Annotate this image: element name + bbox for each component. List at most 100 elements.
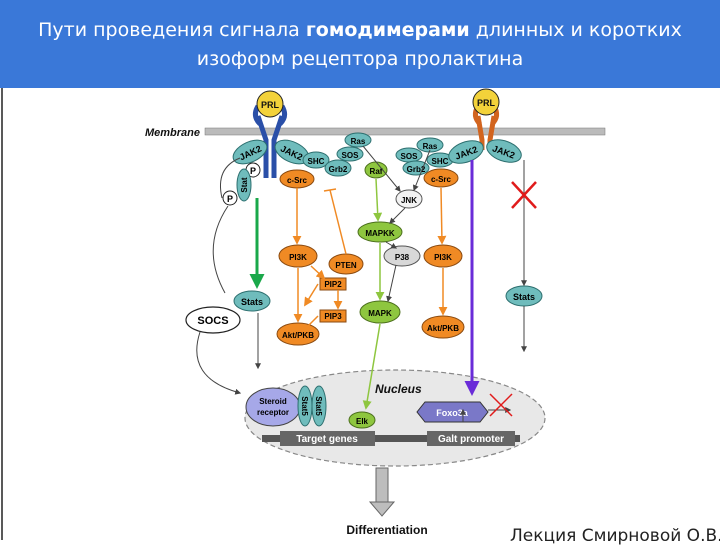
svg-text:c-Src: c-Src	[431, 175, 452, 184]
target-genes-label: Target genes	[296, 434, 358, 445]
ras-right: Ras	[416, 137, 444, 153]
svg-text:Foxo3a: Foxo3a	[436, 408, 469, 418]
svg-text:Stats: Stats	[513, 292, 535, 302]
csrc-right: c-Src	[423, 168, 459, 188]
green-arrows	[362, 178, 385, 410]
membrane-label: Membrane	[145, 127, 200, 139]
svg-text:PRL: PRL	[261, 100, 280, 110]
prl-left: PRL	[256, 90, 284, 118]
svg-text:Stat5: Stat5	[300, 396, 309, 416]
lecture-caption: Лекция Смирновой О.В.	[510, 526, 720, 546]
differentiation-label: Differentiation	[346, 523, 427, 537]
orange-arrows	[292, 187, 448, 327]
sos-right: SOS	[395, 147, 423, 163]
svg-text:SHC: SHC	[432, 157, 449, 166]
svg-text:Stat: Stat	[240, 177, 249, 192]
mapkk: MAPKK	[357, 221, 403, 243]
raf: Raf	[364, 161, 388, 179]
pten: PTEN	[328, 253, 364, 275]
p38: P38	[383, 245, 421, 267]
svg-text:PI3K: PI3K	[289, 253, 307, 262]
elk: Elk	[348, 411, 376, 429]
ras-left: Ras	[344, 132, 372, 148]
stat5-b: Stat5	[311, 385, 327, 427]
galt-promoter-box	[427, 431, 515, 446]
title-part1: Пути проведения сигнала	[38, 19, 306, 41]
svg-text:receptor: receptor	[257, 408, 289, 417]
svg-text:SOS: SOS	[401, 152, 419, 161]
pip3: PIP3	[319, 309, 347, 323]
jak2-left-2: JAK2	[274, 139, 310, 165]
title-line2: изоформ рецептора пролактина	[196, 48, 524, 70]
jnk: JNK	[395, 189, 423, 209]
svg-text:Akt/PKB: Akt/PKB	[427, 324, 459, 333]
svg-text:P: P	[227, 194, 233, 204]
socs: SOCS	[185, 306, 241, 334]
pip2: PIP2	[319, 277, 347, 291]
jak2-left-1: JAK2	[232, 139, 268, 165]
svg-text:PI3K: PI3K	[434, 253, 452, 262]
jak2-right-1: JAK2	[448, 140, 484, 164]
svg-text:Steroid: Steroid	[259, 397, 287, 406]
galt-promoter-label: Galt promoter	[438, 434, 504, 445]
foxo3a: Foxo3a	[416, 401, 489, 423]
membrane-bar	[204, 127, 606, 136]
svg-text:JNK: JNK	[401, 196, 417, 205]
stat5-a: Stat5	[297, 385, 313, 427]
shc-right: SHC	[426, 152, 454, 168]
svg-text:SHC: SHC	[308, 157, 325, 166]
slide-title: Пути проведения сигнала гомодимерами дли…	[20, 16, 700, 74]
csrc-left: c-Src	[279, 169, 315, 189]
pi3k-right: PI3K	[423, 244, 463, 268]
title-bold: гомодимерами	[305, 19, 470, 41]
nucleus-label: Nucleus	[375, 382, 422, 396]
prl-right: PRL	[472, 88, 500, 116]
svg-text:c-Src: c-Src	[287, 176, 308, 185]
svg-text:Elk: Elk	[356, 417, 369, 426]
svg-text:PTEN: PTEN	[335, 261, 357, 270]
svg-text:MAPKK: MAPKK	[365, 229, 395, 238]
stats-right: Stats	[505, 285, 543, 307]
steroid-receptor-line2: receptor	[257, 408, 289, 417]
phospho-1: P	[245, 162, 261, 178]
svg-text:PRL: PRL	[477, 98, 496, 108]
svg-text:PIP2: PIP2	[324, 280, 342, 289]
steroid-receptor: Steroid receptor	[245, 387, 301, 427]
steroid-receptor-line1: Steroid	[259, 397, 287, 406]
grb2-left: Grb2	[324, 159, 352, 177]
stats-left: Stats	[233, 290, 271, 312]
svg-text:Grb2: Grb2	[329, 165, 348, 174]
shc-left: SHC	[302, 151, 330, 169]
svg-text:Raf: Raf	[370, 167, 383, 176]
jak2-right-2: JAK2	[486, 139, 522, 163]
svg-text:Ras: Ras	[423, 142, 438, 151]
stat-left: Stat	[236, 168, 252, 202]
svg-text:Grb2: Grb2	[407, 165, 426, 174]
svg-text:SOCS: SOCS	[197, 315, 228, 327]
signaling-diagram: Membrane Nucleus Target genes Galt promo…	[1, 88, 606, 540]
gray-arrows	[196, 145, 527, 422]
red-cross-icon	[511, 181, 537, 209]
sos-left: SOS	[336, 146, 364, 162]
target-genes-box	[280, 431, 375, 446]
svg-text:Stats: Stats	[241, 297, 263, 307]
svg-text:SOS: SOS	[342, 151, 360, 160]
svg-text:Ras: Ras	[351, 137, 366, 146]
phospho-2: P	[222, 190, 238, 206]
differentiation-arrow	[368, 467, 396, 517]
title-bar: Пути проведения сигнала гомодимерами дли…	[0, 0, 720, 88]
mapk: MAPK	[359, 300, 401, 324]
red-cross-small-icon	[489, 393, 513, 417]
svg-text:PIP3: PIP3	[324, 312, 342, 321]
svg-text:Akt/PKB: Akt/PKB	[282, 331, 314, 340]
grb2-right: Grb2	[402, 160, 430, 176]
svg-text:MAPK: MAPK	[368, 309, 392, 318]
svg-text:P38: P38	[395, 253, 410, 262]
akt-right: Akt/PKB	[421, 315, 465, 339]
svg-text:P: P	[250, 166, 256, 176]
akt-left: Akt/PKB	[276, 322, 320, 346]
svg-text:Stat5: Stat5	[314, 396, 323, 416]
pi3k-left: PI3K	[278, 244, 318, 268]
dna-bar	[262, 435, 520, 442]
title-part2: длинных и коротких	[469, 19, 682, 41]
